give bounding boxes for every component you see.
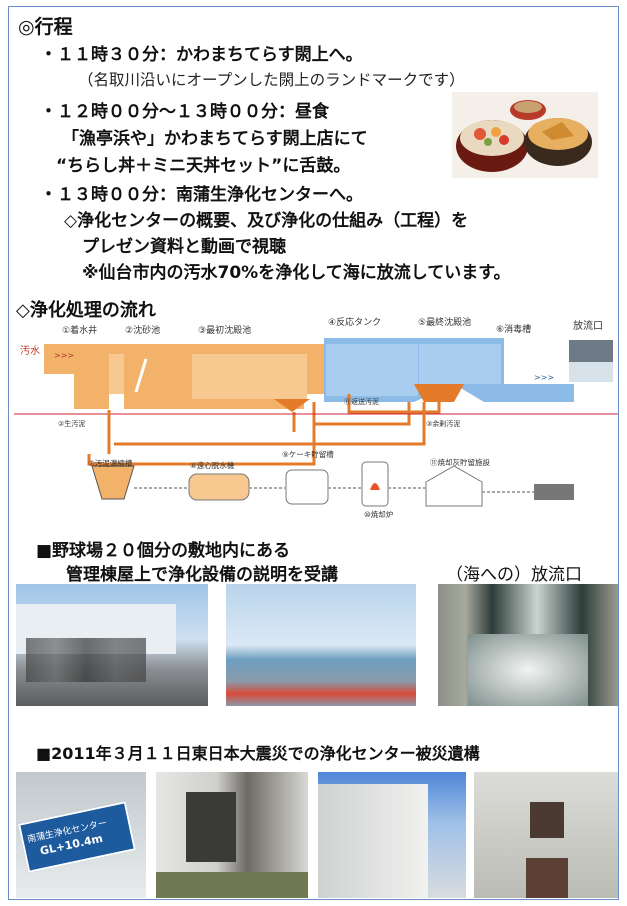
label-stage-9: ⑨ケーキ貯留槽: [282, 450, 334, 459]
label-return-sludge: ⑪返送汚泥: [344, 398, 379, 406]
itinerary-item-1: ・１１時３０分：かわまちてらす閖上へ。: [40, 45, 363, 65]
itinerary-item-3-note: ※仙台市内の汚水70%を浄化して海に放流しています。: [82, 263, 511, 283]
label-sewage: 汚水: [20, 346, 40, 357]
damaged-window-photo: [474, 772, 618, 898]
flow-heading: ◇浄化処理の流れ: [16, 300, 156, 321]
label-stage-5: ⑤最終沈殿池: [418, 318, 472, 328]
flood-height-sign-photo: 南蒲生浄化センター GL+10.4m: [16, 772, 146, 898]
damaged-building-wall-photo: [318, 772, 466, 898]
damaged-entrance-photo: [156, 772, 308, 898]
itinerary-item-3: ・１３時００分：南蒲生浄化センターへ。: [40, 185, 363, 205]
label-stage-4: ④反応タンク: [328, 318, 382, 328]
itinerary-item-1-note: （名取川沿いにオープンした閖上のランドマークです）: [78, 71, 465, 89]
itinerary-item-2-menu: “ちらし丼＋ミニ天丼セット”に舌鼓。: [56, 156, 351, 176]
itinerary-item-2: ・１２時００分～１３時００分：昼食: [40, 102, 329, 122]
outfall-photo: [438, 584, 618, 706]
outfall-caption: （海への）放流口: [446, 565, 582, 585]
label-outlet: 放流口: [573, 321, 603, 332]
rooftop-ocean-view-photo: [226, 584, 416, 706]
itinerary-item-3-overview: ◇浄化センターの概要、及び浄化の仕組み（工程）を: [64, 211, 469, 231]
itinerary-item-2-place: 「漁亭浜や」かわまちてらす閖上店にて: [62, 129, 368, 149]
section2-line2: 管理棟屋上で浄化設備の説明を受講: [66, 565, 338, 585]
itinerary-item-3-video: プレゼン資料と動画で視聴: [82, 237, 286, 257]
label-stage-2: ②沈砂池: [125, 326, 161, 336]
rooftop-briefing-photo: [16, 584, 208, 706]
section3-heading: ■2011年３月１１日東日本大震災での浄化センター被災遺構: [36, 744, 480, 763]
purification-flow-diagram: >>> >>>: [14, 338, 618, 507]
itinerary-heading: ◎行程: [18, 16, 73, 38]
svg-text:>>>: >>>: [54, 351, 74, 360]
svg-text:>>>: >>>: [534, 373, 554, 382]
lunch-photo: [452, 92, 598, 178]
label-stage-10: ⑩焼却炉: [364, 510, 394, 519]
flood-height-sign: 南蒲生浄化センター GL+10.4m: [18, 801, 136, 873]
section2-line1: ■野球場２０個分の敷地内にある: [36, 541, 291, 561]
label-stage-6: ⑥消毒槽: [496, 325, 532, 335]
label-raw-sludge: ②生汚泥: [58, 420, 86, 428]
label-stage-7: ⑦汚泥濃縮槽: [88, 459, 133, 468]
page-frame: [8, 6, 619, 900]
label-excess-sludge: ③余剰汚泥: [426, 420, 461, 428]
label-stage-11: ⑪焼却灰貯留施設: [430, 458, 490, 467]
label-stage-8: ⑧遠心脱水機: [190, 461, 235, 470]
label-stage-1: ①着水井: [62, 326, 98, 336]
label-stage-3: ③最初沈殿池: [198, 326, 252, 336]
